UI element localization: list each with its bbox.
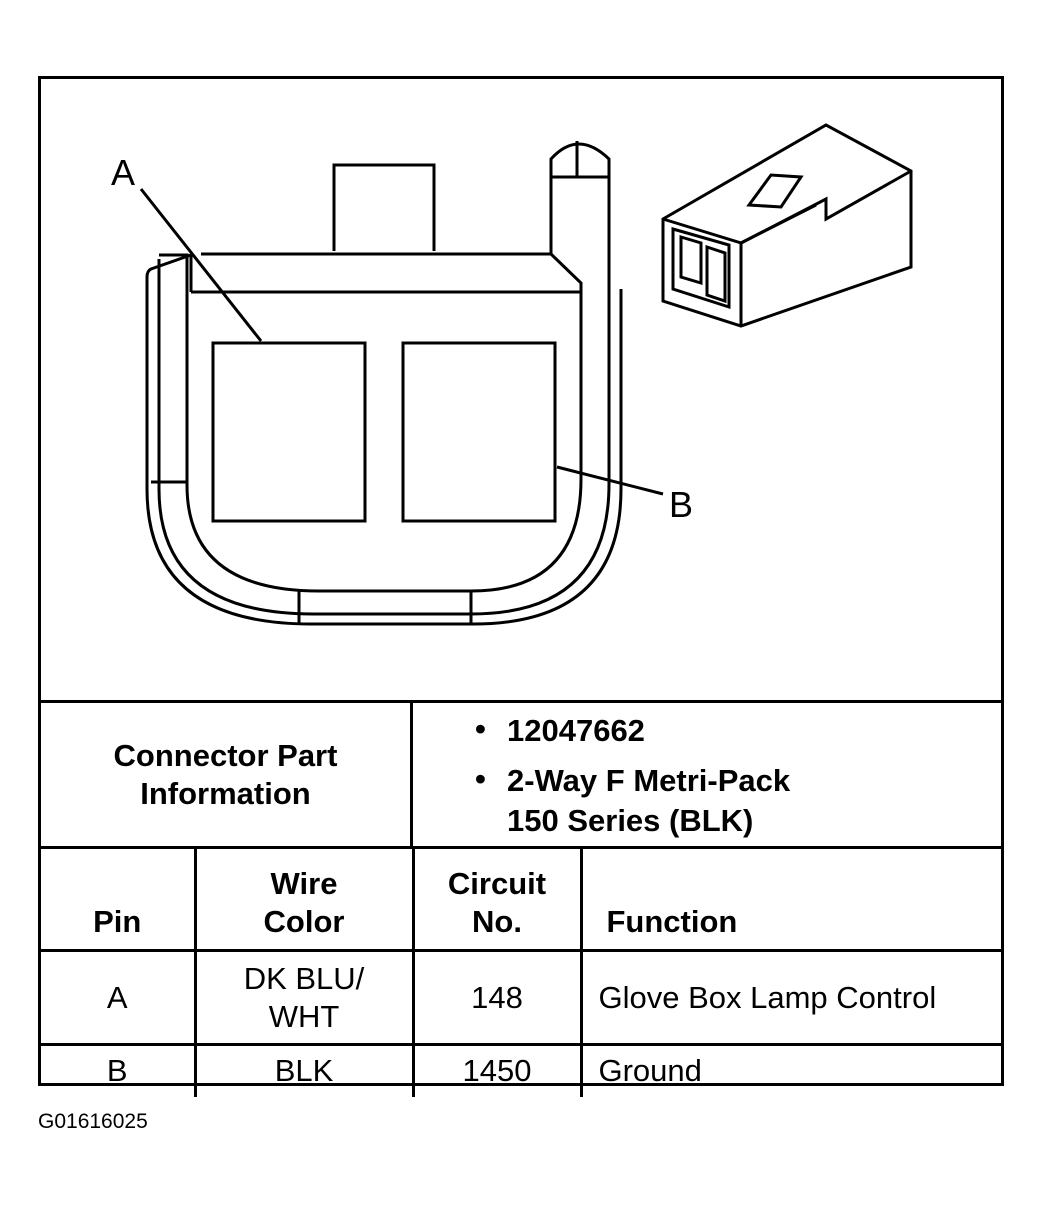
connector-part-info: Connector Part Information • 12047662 • …: [41, 700, 1001, 846]
row-a-wire-color: DK BLU/ WHT: [193, 949, 415, 1046]
connector-description-line2: 150 Series (BLK): [507, 803, 754, 838]
header-circuit-no: Circuit No.: [411, 846, 583, 952]
bullet-icon: •: [475, 761, 486, 796]
lock-arm: [549, 142, 611, 289]
pin-b-callout-label: B: [669, 484, 694, 525]
row-a-wire-color-line1: DK BLU/: [243, 960, 365, 996]
table-row: B BLK 1450 Ground: [41, 1043, 1001, 1097]
leader-line-a: [139, 188, 263, 342]
leader-line-b: [556, 465, 664, 496]
pin-a-callout-label: A: [111, 152, 136, 193]
header-wire-color: Wire Color: [193, 846, 415, 952]
pin-table: Pin Wire Color Circuit No. Function A DK…: [41, 846, 1001, 1097]
row-a-pin: A: [41, 949, 197, 1046]
pin-table-header-row: Pin Wire Color Circuit No. Function: [41, 846, 1001, 952]
info-heading-line1: Connector Part: [113, 737, 338, 773]
bullet-icon: •: [475, 711, 486, 746]
top-latch-tab: [332, 163, 436, 251]
connector-figure-frame: A B Connector Part Information • 1204766…: [38, 76, 1004, 1097]
part-number: 12047662: [507, 713, 645, 748]
row-a-circuit: 148: [411, 949, 583, 1046]
connector-part-info-heading: Connector Part Information: [41, 703, 413, 846]
terminal-cavity-b: [401, 341, 557, 523]
row-b-function: Ground: [579, 1043, 1001, 1097]
row-b-circuit: 1450: [411, 1043, 583, 1097]
connector-part-details: • 12047662 • 2-Way F Metri-Pack 150 Seri…: [413, 703, 1001, 846]
header-wire-color-line1: Wire: [270, 866, 338, 901]
row-a-wire-color-line2: WHT: [268, 998, 340, 1034]
terminal-cavity-a: [211, 341, 367, 523]
connector-outer-shell: [145, 253, 623, 626]
header-wire-color-line2: Color: [263, 904, 345, 939]
connector-description-line1: 2-Way F Metri-Pack: [507, 763, 791, 798]
header-function: Function: [579, 846, 1001, 952]
row-b-pin: B: [41, 1043, 197, 1097]
row-b-wire-color: BLK: [193, 1043, 415, 1097]
connector-face-drawing: [139, 123, 913, 626]
figure-id-caption: G01616025: [38, 1110, 148, 1133]
connector-isometric-view: [661, 123, 913, 328]
header-pin: Pin: [41, 846, 197, 952]
table-row: A DK BLU/ WHT 148 Glove Box Lamp Control: [41, 949, 1001, 1046]
info-heading-line2: Information: [140, 775, 311, 811]
connector-diagram: A B: [41, 79, 1001, 700]
header-circuit-line1: Circuit: [447, 866, 547, 901]
header-circuit-line2: No.: [472, 904, 522, 939]
row-a-function: Glove Box Lamp Control: [579, 949, 1001, 1046]
connector-inner-face: [185, 252, 583, 593]
